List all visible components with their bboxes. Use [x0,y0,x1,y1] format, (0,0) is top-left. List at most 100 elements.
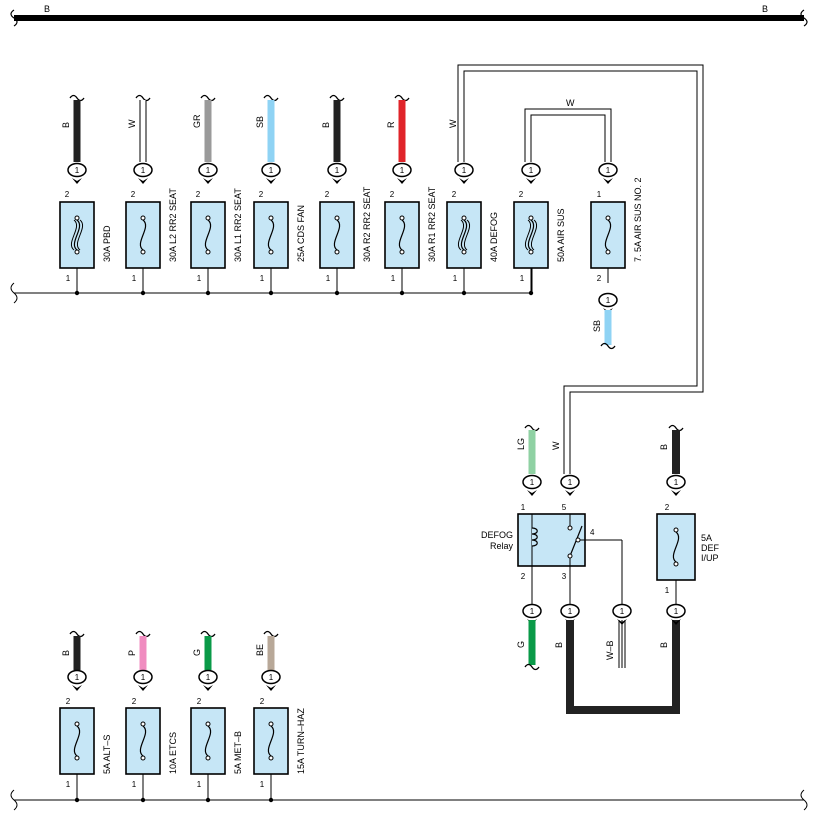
connector-num: 1 [141,673,146,682]
wire-color-label: G [516,641,526,648]
fuse-body-element [604,219,612,251]
wire-b-loop [566,620,680,714]
connector-num: 1 [606,166,611,175]
fuse-body-element [267,725,275,757]
top-bus-left-label: B [44,4,50,14]
pin-bottom: 1 [260,274,265,283]
pin-top: 2 [519,190,524,199]
connector [454,162,474,178]
connector [392,162,412,178]
lower-fuse-bus [10,789,808,811]
wire-color-label: GR [192,114,202,128]
pin-bottom: 1 [453,274,458,283]
pin-2: 2 [521,572,526,581]
pin-top: 2 [665,503,670,512]
wire-color-label: B [321,122,331,128]
pin-3: 3 [562,572,567,581]
junction-dot [334,290,340,296]
fuse-body-element [460,219,468,251]
fuse-label-line2: DEF [701,543,720,553]
relay-label-line2: Relay [490,541,514,551]
pin-top: 2 [196,190,201,199]
fuse-body-element [73,725,81,757]
connector-p1-num: 1 [530,478,535,487]
connector-p4 [612,603,632,619]
connector-p5 [560,474,580,490]
connector-num: 1 [462,166,467,175]
connector-out-num: 1 [606,296,611,305]
connector-num: 1 [141,166,146,175]
pin-top: 2 [452,190,457,199]
fuse-body-element [527,219,535,251]
top-bus: B B [10,4,808,27]
top-bus-right-label: B [762,4,768,14]
connector [327,162,347,178]
fuse-body-element [672,531,680,563]
fuse-label: 15A TURN–HAZ [296,708,306,774]
connector-p1-arrow [527,490,537,496]
wire-color-label: W [127,119,137,128]
pin-bottom: 1 [520,274,525,283]
pin-bottom: 1 [132,274,137,283]
connector-bottom-arrow [671,619,681,625]
wire-color-label: R [386,121,396,128]
fuse-body-element [333,219,341,251]
connector [521,162,541,178]
wire-end-squiggle [135,630,151,638]
connector-num: 1 [269,166,274,175]
connector-arrow [72,178,82,184]
wire-color-label: SB [255,116,265,128]
junction-dot [74,797,80,803]
air-sus-loop-wire-label: W [566,98,575,108]
air-sus-w-loop: W [524,98,612,162]
fuse-body [59,201,95,269]
wire-color-label: B [659,444,669,450]
fuse-label: 40A DEFOG [489,212,499,262]
connector-num: 1 [206,166,211,175]
junction-dot [268,290,274,296]
connector-num: 1 [269,673,274,682]
wire-color-label: P [127,650,137,656]
connector-arrow [138,685,148,691]
wire-color-label: G [192,649,202,656]
fuse-body-element [73,219,81,251]
junction-dot [74,290,80,296]
connector-p5-arrow [565,490,575,496]
pin-bottom: 1 [197,274,202,283]
wire-color-label: LG [516,438,526,450]
fuse-body-element [267,219,275,251]
wire-color-label: B [61,650,71,656]
fuse-label-line3: I/UP [701,553,719,563]
pin-top: 2 [259,190,264,199]
pin-5: 5 [562,503,567,512]
connector [261,162,281,178]
wire-color-label: W–B [605,640,615,660]
fuse-body-element [398,219,406,251]
pin-top: 2 [197,697,202,706]
connector-arrow [266,178,276,184]
connector-out [598,292,618,308]
fuse-label-line1: 5A [701,533,712,543]
connector-p2 [522,603,542,619]
connector-bottom-num: 1 [674,607,679,616]
fuse-label: 50A AIR SUS [556,208,566,262]
wire-end-squiggle [668,424,684,432]
wire-color-label: BE [255,644,265,656]
connector-num: 1 [75,673,80,682]
connector-arrow [459,178,469,184]
connector [198,669,218,685]
wire-end-squiggle [69,94,85,102]
connector-arrow [397,178,407,184]
fuse-label: 5A MET–B [233,731,243,774]
pin-bottom: 1 [326,274,331,283]
connector-num: 1 [400,166,405,175]
